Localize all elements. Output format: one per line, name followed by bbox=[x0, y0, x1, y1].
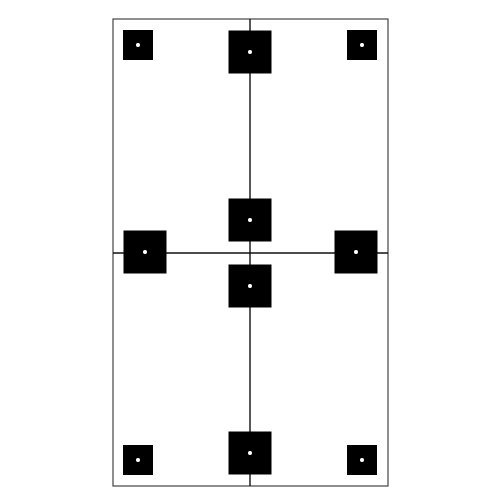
node-bottom-right bbox=[347, 445, 377, 475]
node-bottom-left bbox=[123, 445, 153, 475]
node-top-right-center-dot bbox=[360, 43, 364, 47]
node-top-left-center-dot bbox=[136, 43, 140, 47]
node-lower-center bbox=[228, 264, 272, 308]
node-top-center-center-dot bbox=[248, 50, 252, 54]
node-bottom-center bbox=[228, 431, 272, 475]
node-bottom-right-center-dot bbox=[360, 458, 364, 462]
node-mid-left bbox=[123, 230, 167, 274]
node-mid-left-center-dot bbox=[143, 250, 147, 254]
node-upper-center bbox=[228, 198, 272, 242]
node-lower-center-center-dot bbox=[248, 284, 252, 288]
node-bottom-center-center-dot bbox=[248, 451, 252, 455]
node-mid-right bbox=[334, 230, 378, 274]
node-top-left bbox=[123, 30, 153, 60]
node-upper-center-center-dot bbox=[248, 218, 252, 222]
nodes-layer bbox=[123, 30, 378, 475]
node-top-center bbox=[228, 30, 272, 74]
node-bottom-left-center-dot bbox=[136, 458, 140, 462]
node-mid-right-center-dot bbox=[354, 250, 358, 254]
node-top-right bbox=[347, 30, 377, 60]
